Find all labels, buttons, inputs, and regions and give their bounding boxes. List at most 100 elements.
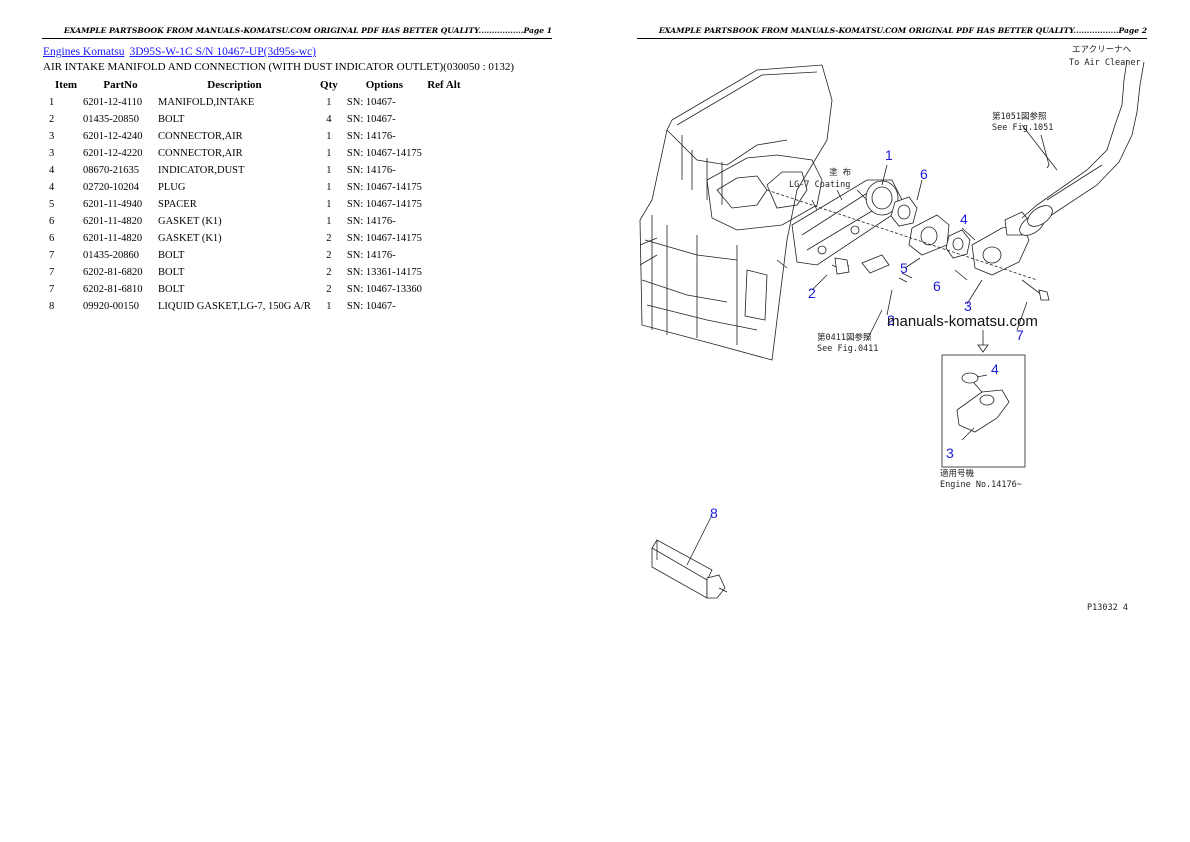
page-header-left: EXAMPLE PARTSBOOK FROM MANUALS-KOMATSU.C… <box>42 26 552 39</box>
cell-partno: 08670-21635 <box>83 165 139 176</box>
cell-qty: 1 <box>326 165 332 176</box>
cell-partno: 6202-81-6810 <box>83 284 143 295</box>
cell-options: SN: 14176- <box>346 165 396 176</box>
cell-qty: 1 <box>326 97 332 108</box>
callout-5: 5 <box>900 260 908 276</box>
intake-manifold-drawing <box>791 179 903 266</box>
cell-item: 3 <box>49 148 55 159</box>
cell-ref-alt <box>422 179 466 196</box>
cell-partno: 09920-00150 <box>83 301 139 312</box>
cell-description: BOLT <box>158 284 185 295</box>
note-fig0411-jp: 第0411図参照 <box>817 332 872 343</box>
note-air-cleaner-en: To Air Cleaner <box>1069 58 1141 68</box>
cell-description: INDICATOR,DUST <box>158 165 245 176</box>
note-fig1051-en: See Fig.1051 <box>992 123 1053 133</box>
cell-partno: 01435-20850 <box>83 114 139 125</box>
column-header-qty: Qty <box>320 79 338 91</box>
cell-ref-alt <box>422 264 466 281</box>
cell-description: BOLT <box>158 267 185 278</box>
cell-qty: 2 <box>326 284 332 295</box>
liquid-gasket-tube-drawing <box>651 514 728 599</box>
column-header-item: Item <box>55 79 77 91</box>
cell-item: 2 <box>49 114 55 125</box>
cell-item: 5 <box>49 199 55 210</box>
cell-description: BOLT <box>158 250 185 261</box>
breadcrumb-link-model[interactable]: 3D95S-W-1C S/N 10467-UP(3d95s-wc) <box>129 46 317 58</box>
cell-item: 4 <box>49 165 55 176</box>
parts-table: Item PartNo Description Qty Options Ref … <box>43 77 466 315</box>
callout-6: 6 <box>920 166 928 182</box>
table-row: 4 08670-21635 INDICATOR,DUST 1 SN: 14176- <box>43 162 466 179</box>
note-coating-en: LG-7 Coating <box>789 180 850 190</box>
cell-qty: 2 <box>326 267 332 278</box>
bolts-drawing <box>766 189 1050 301</box>
cell-description: PLUG <box>158 182 186 193</box>
note-fig0411-en: See Fig.0411 <box>817 344 878 354</box>
cell-options: SN: 10467-14175 <box>346 148 422 159</box>
callout-leaders <box>811 124 1058 378</box>
callout-2: 2 <box>887 312 895 328</box>
cell-ref-alt <box>422 298 466 315</box>
cell-options: SN: 13361-14175 <box>346 267 422 278</box>
cell-description: GASKET (K1) <box>158 216 222 227</box>
callout-7: 7 <box>1016 327 1024 343</box>
cell-options: SN: 14176- <box>346 216 396 227</box>
cell-qty: 4 <box>326 114 332 125</box>
callout-3: 3 <box>964 298 972 314</box>
cell-partno: 02720-10204 <box>83 182 139 193</box>
cell-item: 7 <box>49 284 55 295</box>
column-header-description: Description <box>207 79 262 91</box>
cell-ref-alt <box>422 281 466 298</box>
breadcrumb-link-engines[interactable]: Engines Komatsu <box>43 46 125 58</box>
cell-options: SN: 14176- <box>346 131 396 142</box>
cell-description: LIQUID GASKET,LG-7, 150G A/R <box>158 301 311 312</box>
page-title: AIR INTAKE MANIFOLD AND CONNECTION (WITH… <box>43 61 515 73</box>
cell-partno: 6201-11-4820 <box>83 233 143 244</box>
cell-partno: 6201-12-4110 <box>83 97 143 108</box>
cell-qty: 2 <box>326 250 332 261</box>
callout-4: 4 <box>960 211 968 227</box>
note-engine-jp: 適用号機 <box>940 468 975 479</box>
cell-item: 4 <box>49 182 55 193</box>
cell-options: SN: 14176- <box>346 250 396 261</box>
cell-item: 8 <box>49 301 55 312</box>
cell-item: 6 <box>49 233 55 244</box>
cell-partno: 6201-11-4820 <box>83 216 143 227</box>
cell-qty: 1 <box>326 199 332 210</box>
cell-item: 3 <box>49 131 55 142</box>
cell-description: CONNECTOR,AIR <box>158 131 243 142</box>
table-row: 8 09920-00150 LIQUID GASKET,LG-7, 150G A/R… <box>43 298 466 315</box>
air-hose-drawing <box>1019 59 1145 236</box>
cell-ref-alt <box>422 230 466 247</box>
engine-block-drawing <box>639 64 833 361</box>
cell-qty: 1 <box>326 148 332 159</box>
cell-qty: 1 <box>326 216 332 227</box>
cell-partno: 6201-11-4940 <box>83 199 143 210</box>
note-fig1051-jp: 第1051図参照 <box>992 111 1047 122</box>
table-header-row: Item PartNo Description Qty Options Ref … <box>43 77 466 94</box>
cell-qty: 1 <box>326 131 332 142</box>
cell-ref-alt <box>422 213 466 230</box>
column-header-partno: PartNo <box>103 79 138 91</box>
cell-partno: 6202-81-6820 <box>83 267 143 278</box>
cell-options: SN: 10467- <box>346 97 396 108</box>
cell-partno: 6201-12-4220 <box>83 148 143 159</box>
column-header-options: Options <box>365 79 404 91</box>
callout-6: 6 <box>933 278 941 294</box>
cell-options: SN: 10467-14175 <box>346 199 422 210</box>
cell-qty: 2 <box>326 233 332 244</box>
callout-8: 8 <box>710 505 718 521</box>
callout-2: 2 <box>808 285 816 301</box>
cell-ref-alt <box>422 128 466 145</box>
cell-description: BOLT <box>158 114 185 125</box>
inset-connector-dust-indicator <box>941 330 1026 468</box>
callout-3: 3 <box>946 445 954 461</box>
cell-partno: 01435-20860 <box>83 250 139 261</box>
